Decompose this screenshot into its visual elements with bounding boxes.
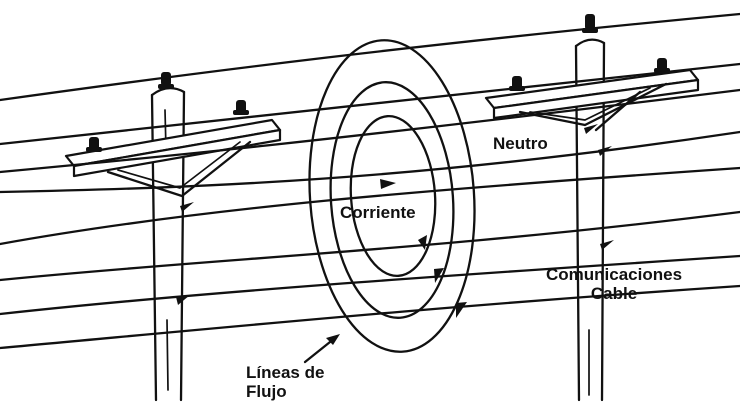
flux-line-middle (329, 81, 455, 319)
corriente-arrow (380, 179, 396, 189)
communications-cable (0, 254, 740, 350)
right-crossarm (484, 68, 700, 132)
corriente-label: Corriente (340, 203, 416, 222)
lineas-leader (303, 334, 340, 364)
wire-arrowheads (176, 124, 614, 305)
wire-lower-1 (0, 166, 740, 246)
wire-crossarm (0, 88, 740, 174)
insulator-pole-top-left (158, 72, 174, 89)
left-utility-pole (150, 87, 186, 402)
wire-upper (0, 62, 740, 146)
lineas-label-line1: Líneas de (246, 363, 325, 382)
neutral-wire (0, 130, 740, 194)
flux-arrow-outer (456, 302, 467, 318)
flux-line-inner (349, 114, 437, 278)
insulator-crossarm-left-a (86, 137, 102, 152)
flux-line-outer (308, 39, 476, 353)
comunicaciones-label-line1: Comunicaciones (546, 265, 683, 284)
wire-top (0, 12, 740, 102)
neutro-label: Neutro (493, 134, 548, 153)
flux-lines (308, 39, 476, 353)
flux-arrows (380, 179, 467, 318)
insulator-crossarm-left-b (233, 100, 249, 115)
comunicaciones-cable-label: Comunicaciones Cable (546, 265, 682, 303)
flux-arrow-middle (434, 268, 444, 283)
left-crossarm (64, 118, 282, 198)
power-wires (0, 12, 740, 174)
lineas-label-line2: Flujo (246, 382, 287, 402)
comunicaciones-label-line2: Cable (590, 284, 638, 304)
flux-arrow-inner (418, 235, 427, 250)
lineas-de-flujo-label: Líneas de Flujo (246, 363, 324, 401)
